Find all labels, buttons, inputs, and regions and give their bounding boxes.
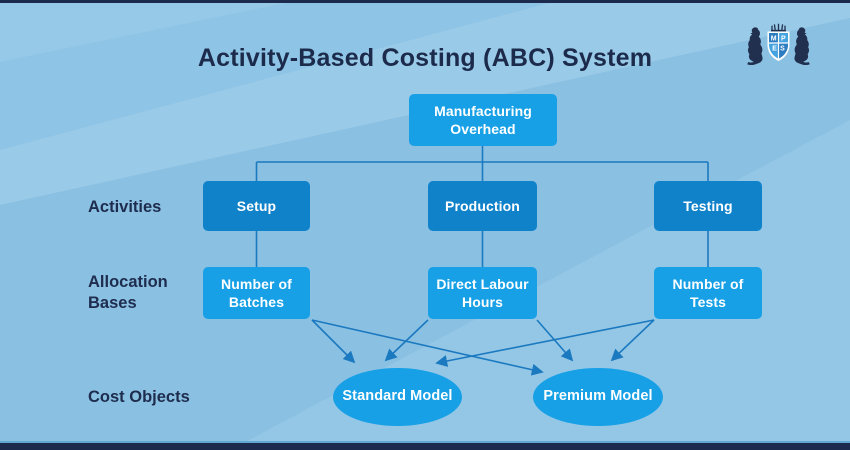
row-label-allocation-bases: Allocation Bases (88, 273, 168, 312)
shield-letter-s: S (780, 46, 785, 53)
page-title: Activity-Based Costing (ABC) System (197, 44, 653, 72)
node-cost-object-standard-model: Standard Model (333, 368, 462, 426)
node-activity-setup: Setup (203, 181, 310, 231)
shield-letter-e: E (772, 46, 777, 53)
shield-icon: M P E S (767, 31, 790, 61)
crown-icon (771, 23, 786, 32)
node-activity-production: Production (428, 181, 537, 231)
arrow-batches-to-premium (311, 319, 544, 376)
lion-left-icon (747, 27, 763, 65)
arrow-tests-to-premium (610, 319, 655, 362)
shield-letter-p: P (781, 36, 786, 43)
arrow-batches-to-standard (311, 319, 356, 364)
node-manufacturing-overhead: Manufacturing Overhead (409, 94, 557, 146)
bottom-accent-line (0, 441, 850, 443)
arrow-tests-to-standard (435, 319, 655, 367)
node-base-number-of-tests: Number of Tests (654, 267, 762, 319)
top-accent-bar (0, 0, 850, 3)
bottom-accent-bar (0, 443, 850, 450)
shield-letter-m: M (771, 36, 777, 43)
lion-right-icon (794, 27, 810, 65)
node-activity-testing: Testing (654, 181, 762, 231)
brand-crest-logo: M P E S (747, 23, 810, 65)
row-label-cost-objects: Cost Objects (88, 388, 190, 406)
row-label-activities: Activities (88, 198, 162, 216)
node-base-number-of-batches: Number of Batches (203, 267, 310, 319)
node-cost-object-premium-model: Premium Model (533, 368, 663, 426)
node-base-direct-labour-hours: Direct Labour Hours (428, 267, 537, 319)
arrow-hours-to-standard (384, 319, 429, 362)
